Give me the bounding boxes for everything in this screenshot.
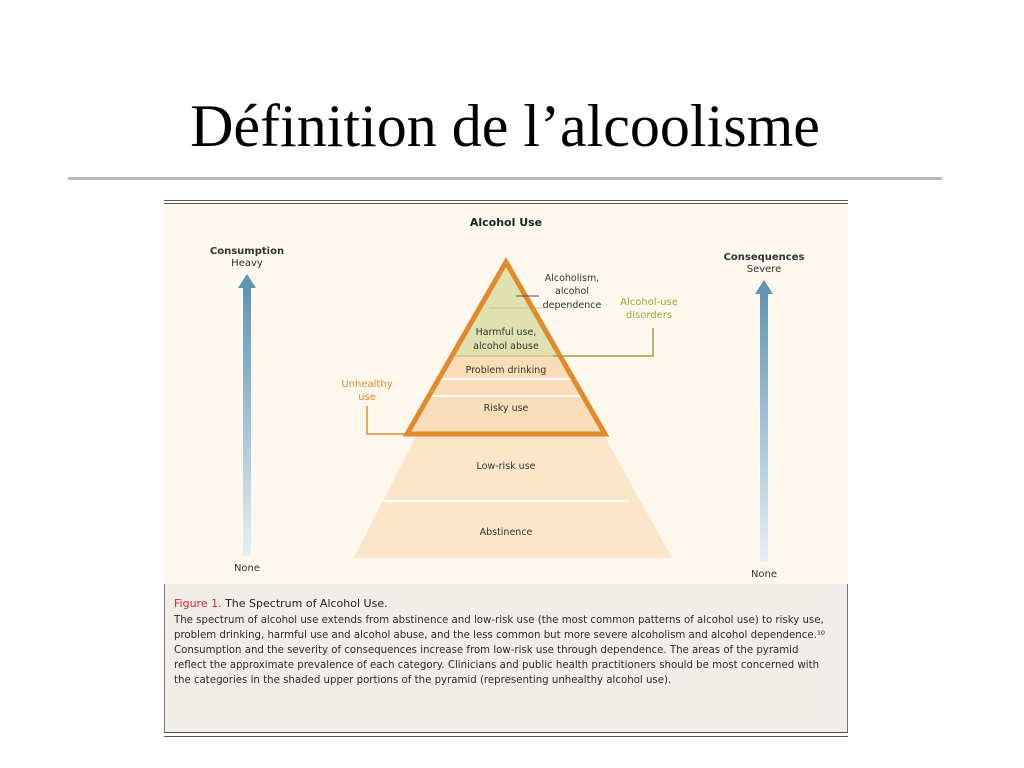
low-risk-use-label: Low-risk use	[477, 461, 536, 472]
figure-bottom-rule	[164, 732, 848, 733]
alcohol-use-disorders-region	[454, 262, 558, 356]
consequences-none-label: None	[751, 569, 777, 580]
pyramid-diagram: Alcohol Use Consumption Heavy None Conse…	[164, 204, 848, 584]
figure-bottom-rule-outer	[164, 736, 848, 737]
alcohol-use-figure: Alcohol Use Consumption Heavy None Conse…	[164, 200, 848, 740]
unhealthy-use-outline	[402, 256, 610, 437]
problem-drinking-label: Problem drinking	[466, 365, 547, 376]
alcohol-use-disorders-label-1: Alcohol-use	[620, 297, 678, 308]
unhealthy-use-label-1: Unhealthy	[341, 379, 392, 390]
risky-use-label: Risky use	[484, 403, 529, 414]
caption-heading: Figure 1. The Spectrum of Alcohol Use.	[174, 596, 833, 611]
consequences-arrow-shaft	[760, 292, 768, 562]
harmful-use-label-1: Harmful use,	[476, 327, 537, 338]
alcoholism-label-1: Alcoholism,	[545, 273, 600, 284]
figure-top-rule-inner	[164, 203, 848, 204]
consumption-arrow-shaft	[243, 286, 251, 556]
figure-heading: Alcohol Use	[470, 216, 542, 229]
consequences-arrow-head	[755, 280, 773, 294]
alcoholism-label-2: alcohol	[555, 286, 589, 297]
figure-caption: Figure 1. The Spectrum of Alcohol Use. T…	[164, 584, 848, 732]
consumption-arrow-head	[238, 274, 256, 288]
abstinence-label: Abstinence	[480, 527, 533, 538]
consumption-label: Consumption	[210, 246, 284, 257]
consequences-severe-label: Severe	[747, 264, 782, 275]
caption-figure-label: Figure 1.	[174, 597, 222, 610]
figure-top-rule	[164, 200, 848, 201]
consumption-heavy-label: Heavy	[231, 258, 263, 269]
alcohol-use-disorders-label-2: disorders	[626, 310, 672, 321]
alcoholism-label-3: dependence	[543, 300, 602, 311]
consumption-none-label: None	[234, 563, 260, 574]
consequences-label: Consequences	[724, 252, 805, 263]
title-divider	[68, 177, 942, 180]
caption-figure-title: The Spectrum of Alcohol Use.	[225, 597, 388, 610]
alcohol-use-disorders-bracket	[553, 328, 654, 357]
consumption-arrow	[238, 274, 256, 556]
unhealthy-use-label-2: use	[358, 392, 376, 403]
unhealthy-use-bracket	[366, 406, 410, 435]
caption-body: The spectrum of alcohol use extends from…	[174, 615, 826, 686]
harmful-use-label-2: alcohol abuse	[473, 341, 539, 352]
slide-title: Définition de l’alcoolisme	[190, 93, 820, 159]
consequences-arrow	[755, 280, 773, 562]
